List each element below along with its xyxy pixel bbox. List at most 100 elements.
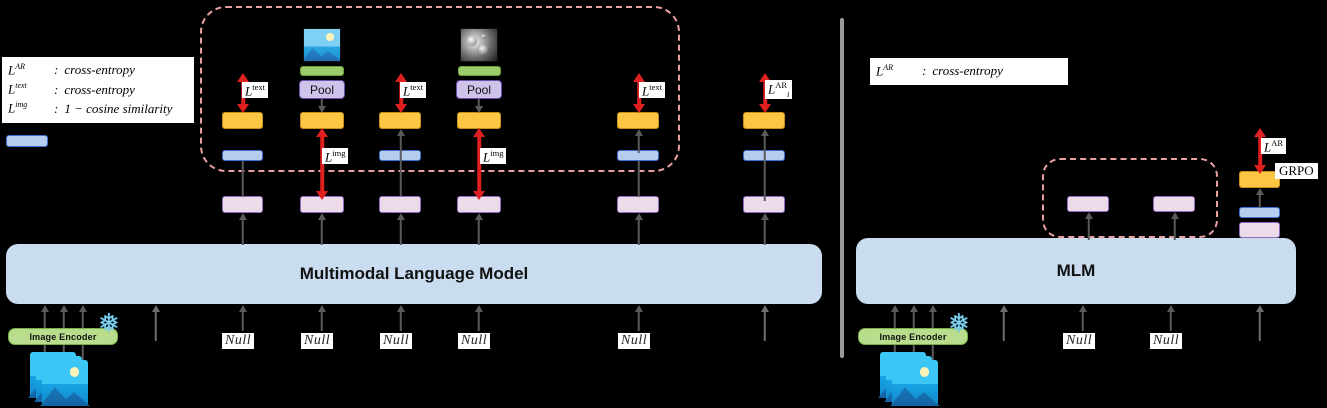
- flow-arrow-up: [758, 129, 771, 201]
- token-pink: [617, 196, 659, 213]
- legend-row: LAR : cross-entropy: [8, 61, 188, 80]
- loss-arrow-ar: [1252, 128, 1268, 174]
- legend-colon: :: [922, 63, 927, 79]
- token-yellow: [457, 112, 501, 129]
- encoder-output-arrow: [888, 305, 901, 329]
- flow-arrow-up: [632, 213, 645, 245]
- encoder-output-arrow: [926, 305, 939, 329]
- image-encoder-box: Image Encoder: [858, 328, 968, 345]
- image-encoder-label: Image Encoder: [29, 331, 97, 342]
- loss-label-text-2: Ltext: [400, 82, 426, 99]
- loss-label-text-3: Ltext: [639, 82, 665, 99]
- input-arrow-null: [236, 305, 249, 331]
- input-arrow-null: [632, 305, 645, 331]
- null-token-label: Null: [458, 333, 491, 350]
- legend-symbol: Ltext: [8, 81, 27, 97]
- panel-divider: [840, 18, 844, 358]
- left-panel: LAR : cross-entropy Ltext : cross-entrop…: [2, 6, 822, 406]
- pool-box: Pool: [299, 80, 345, 99]
- input-arrow-null: [472, 305, 485, 331]
- input-arrow: [758, 305, 771, 341]
- encoder-input-arrow: [76, 345, 89, 367]
- flow-arrow: [632, 161, 645, 197]
- null-token-label: Null: [301, 333, 334, 350]
- pool-label: Pool: [466, 82, 492, 97]
- loss-label-ar-i: LARi: [765, 80, 793, 100]
- right-panel: LAR : cross-entropy MLM: [852, 0, 1327, 408]
- right-legend: LAR : cross-entropy: [870, 58, 1068, 86]
- loss-label-img-2: Limg: [480, 148, 507, 165]
- token-yellow: [300, 112, 344, 129]
- flow-arrow-up: [236, 213, 249, 245]
- legend-row: Ltext : cross-entropy: [8, 80, 188, 99]
- left-backbone-box: Multimodal Language Model: [6, 244, 822, 304]
- right-dashed-region: [1042, 158, 1218, 238]
- flow-arrow-up: [1082, 212, 1095, 240]
- legend-colon: :: [54, 81, 59, 97]
- token-green: [300, 66, 344, 76]
- encoder-output-arrow: [76, 305, 89, 329]
- legend-symbol: Limg: [8, 100, 28, 116]
- legend-definition: cross-entropy: [932, 63, 1003, 79]
- legend-symbol: LAR: [8, 62, 26, 78]
- token-green: [458, 66, 501, 76]
- token-pink: [1153, 196, 1195, 212]
- input-arrow: [149, 305, 162, 341]
- null-token-label: Null: [1063, 333, 1096, 350]
- legend-row: LAR : cross-entropy: [876, 62, 1062, 81]
- snowflake-icon: ❅: [98, 308, 120, 338]
- encoder-input-arrow: [926, 345, 939, 367]
- token-pink: [1067, 196, 1109, 212]
- input-image-card: [40, 360, 90, 406]
- token-blue: [1239, 207, 1280, 218]
- encoder-output-arrow: [57, 305, 70, 329]
- input-arrow: [1253, 305, 1266, 341]
- token-pink: [379, 196, 421, 213]
- loss-label-text-1: Ltext: [242, 82, 268, 99]
- legend-definition: 1 − cosine similarity: [64, 100, 173, 116]
- token-yellow: [617, 112, 659, 129]
- input-arrow: [997, 305, 1010, 341]
- input-image-stack: [878, 352, 940, 406]
- encoder-output-arrow: [907, 305, 920, 329]
- flow-arrow-up: [394, 129, 407, 196]
- flow-arrow-up: [1253, 188, 1266, 208]
- left-dashed-region: [200, 6, 680, 172]
- token-blue: [222, 150, 263, 161]
- legend-symbol: LAR: [876, 63, 894, 79]
- null-token-label: Null: [1150, 333, 1183, 350]
- right-backbone-box: MLM: [856, 238, 1296, 304]
- image-thumbnail-grayscale: [460, 28, 498, 62]
- null-token-label: Null: [222, 333, 255, 350]
- legend-colon: :: [54, 100, 59, 116]
- flow-arrow-up: [758, 213, 771, 245]
- input-arrow-null: [315, 305, 328, 331]
- encoder-output-arrow: [38, 305, 51, 329]
- flow-arrow-up: [315, 213, 328, 245]
- flow-arrow-up: [1168, 212, 1181, 240]
- left-backbone-label: Multimodal Language Model: [299, 264, 529, 283]
- pool-box: Pool: [456, 80, 502, 99]
- left-legend: LAR : cross-entropy Ltext : cross-entrop…: [2, 57, 194, 123]
- legend-colon: :: [54, 62, 59, 78]
- token-yellow: [379, 112, 421, 129]
- flow-arrow-up: [632, 129, 645, 153]
- image-encoder-label: Image Encoder: [879, 331, 947, 342]
- token-pink: [222, 196, 263, 213]
- input-arrow-null: [1076, 305, 1089, 331]
- snowflake-icon: ❅: [948, 308, 970, 338]
- loss-arrow-img-2: [471, 128, 487, 200]
- loss-label-ar: LAR: [1261, 138, 1287, 155]
- loss-label-img-1: Limg: [322, 148, 349, 165]
- grpo-label: GRPO: [1275, 163, 1318, 180]
- flow-arrow-down: [472, 99, 485, 113]
- token-yellow: [743, 112, 785, 129]
- pool-label: Pool: [309, 82, 335, 97]
- legend-definition: cross-entropy: [64, 81, 135, 97]
- input-arrow-null: [394, 305, 407, 331]
- right-backbone-label: MLM: [1056, 261, 1096, 280]
- input-image-stack: [28, 352, 90, 406]
- legend-row: Limg : 1 − cosine similarity: [8, 99, 188, 118]
- null-token-label: Null: [380, 333, 413, 350]
